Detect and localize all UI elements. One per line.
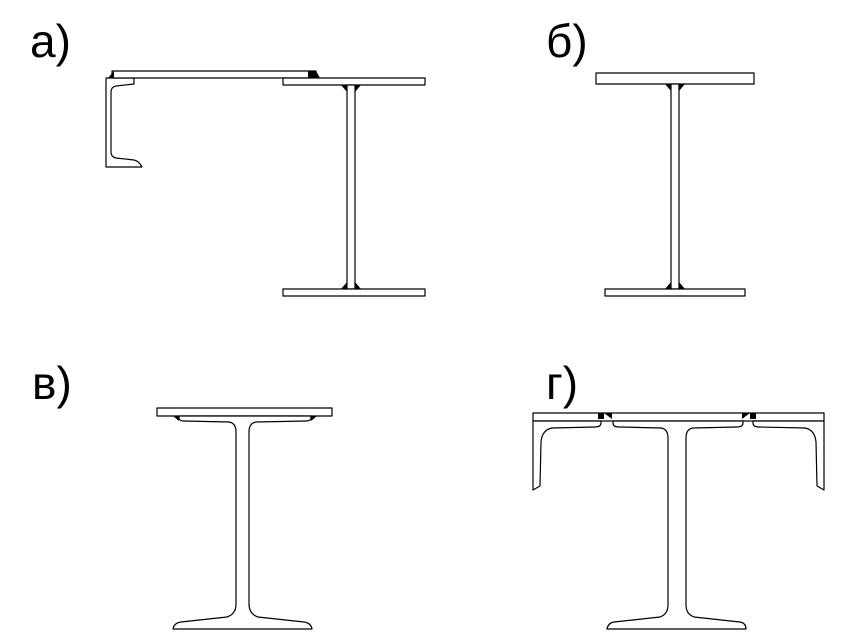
section-c-weld bbox=[173, 416, 179, 421]
section-c-rolled-i-beam bbox=[172, 415, 313, 630]
section-d-right-channel bbox=[752, 420, 825, 491]
section-c-cover-plate bbox=[156, 407, 333, 417]
section-a-weld bbox=[308, 71, 320, 78]
section-a-weld bbox=[108, 71, 114, 78]
section-d-rolled-i-beam bbox=[606, 420, 747, 630]
section-a-web bbox=[346, 84, 356, 290]
section-label-a: а) bbox=[30, 15, 71, 67]
section-label-b: б) bbox=[546, 15, 588, 67]
section-a-connecting-plate bbox=[111, 70, 317, 79]
section-b-weld bbox=[665, 84, 671, 91]
section-d-i-beam-channels-plate bbox=[532, 412, 825, 630]
section-a-top-flange bbox=[282, 77, 426, 86]
section-a-weld bbox=[341, 85, 347, 92]
section-d-left-channel bbox=[532, 420, 602, 491]
section-d-weld bbox=[742, 413, 750, 419]
section-b-welded-i-beam bbox=[595, 72, 755, 297]
section-label-d: г) bbox=[546, 357, 579, 409]
section-b-bottom-flange bbox=[604, 288, 746, 297]
section-d-weld bbox=[750, 413, 756, 419]
section-a-weld bbox=[355, 282, 361, 289]
section-label-c: в) bbox=[32, 357, 72, 409]
section-a-bottom-flange bbox=[282, 288, 426, 297]
section-b-weld bbox=[679, 84, 685, 91]
section-b-web bbox=[670, 83, 680, 290]
section-b-weld bbox=[665, 282, 671, 289]
section-a-channel bbox=[105, 77, 143, 168]
section-d-cover-plate bbox=[532, 412, 825, 422]
section-b-top-flange bbox=[595, 72, 755, 85]
section-a-channel-plate-i-beam bbox=[105, 70, 426, 297]
section-b-weld bbox=[679, 282, 685, 289]
section-a-weld bbox=[341, 282, 347, 289]
section-c-rolled-i-beam-with-plate bbox=[156, 407, 333, 630]
section-d-weld bbox=[598, 413, 604, 419]
section-a-weld bbox=[355, 85, 361, 92]
section-d-weld bbox=[604, 413, 612, 419]
section-c-weld bbox=[311, 416, 317, 421]
